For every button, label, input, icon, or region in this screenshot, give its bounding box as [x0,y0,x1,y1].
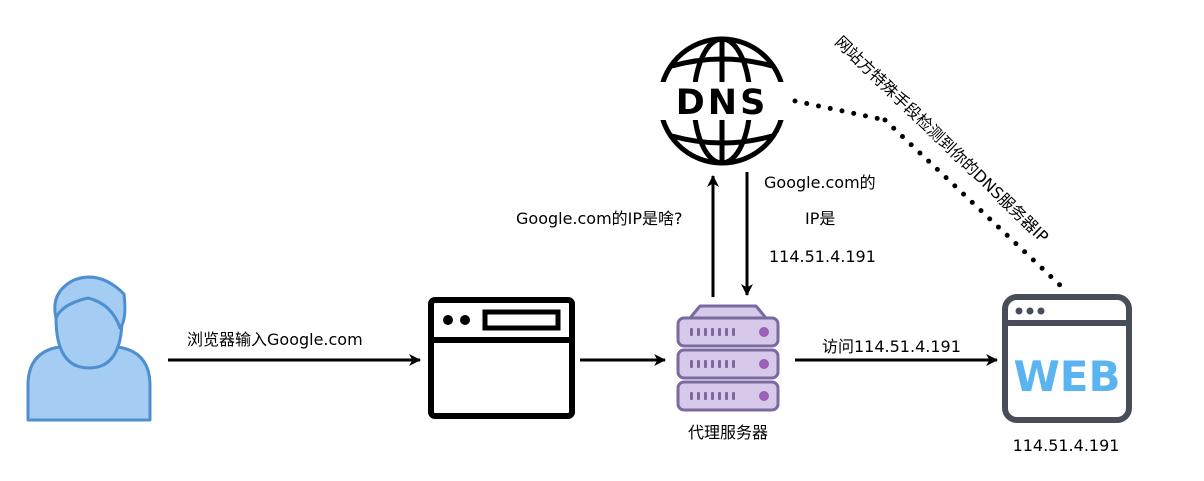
server-vent [704,360,707,368]
dns-answer-line1: Google.com的 [764,173,876,192]
server-vent [725,360,728,368]
server-vent [725,328,728,336]
server-vent [690,392,693,400]
server-led [759,327,769,337]
server-vent [704,328,707,336]
detection-dotted-line [792,98,888,123]
server-vent [711,328,714,336]
server-vent [718,360,721,368]
server-vent [711,392,714,400]
server-vent [718,328,721,336]
browser-input-label: 浏览器输入Google.com [187,330,363,349]
server-vent [732,328,735,336]
dns-answer-line3: 114.51.4.191 [769,247,876,266]
server-vent [732,360,735,368]
dns-query-label: Google.com的IP是啥? [516,209,683,228]
server-vent [732,392,735,400]
user-icon [26,275,152,422]
server-vent [697,328,700,336]
dns-icon-text: DNS [676,83,769,123]
dns-answer-line2: IP是 [805,209,835,228]
server-vent [697,392,700,400]
server-vent [725,392,728,400]
browser-window-icon [428,297,575,419]
visit-label: 访问114.51.4.191 [822,337,961,356]
server-vent [690,360,693,368]
detection-dotted-line-2 [882,117,1066,291]
detection-label: 网站方特殊手段检测到你的DNS服务器IP [831,32,1052,247]
web-ip-label: 114.51.4.191 [1013,436,1120,455]
server-led [759,359,769,369]
server-vent [718,392,721,400]
web-browser-icon: WEB [1002,294,1132,423]
server-led [759,391,769,401]
dns-globe-icon: DNS [656,36,788,166]
server-vent [711,360,714,368]
server-vent [704,392,707,400]
server-vent [697,360,700,368]
web-icon-text: WEB [1013,352,1120,401]
server-stack-icon [676,304,780,412]
server-top-cap [688,304,768,320]
server-vent [690,328,693,336]
proxy-server-label: 代理服务器 [688,423,768,442]
